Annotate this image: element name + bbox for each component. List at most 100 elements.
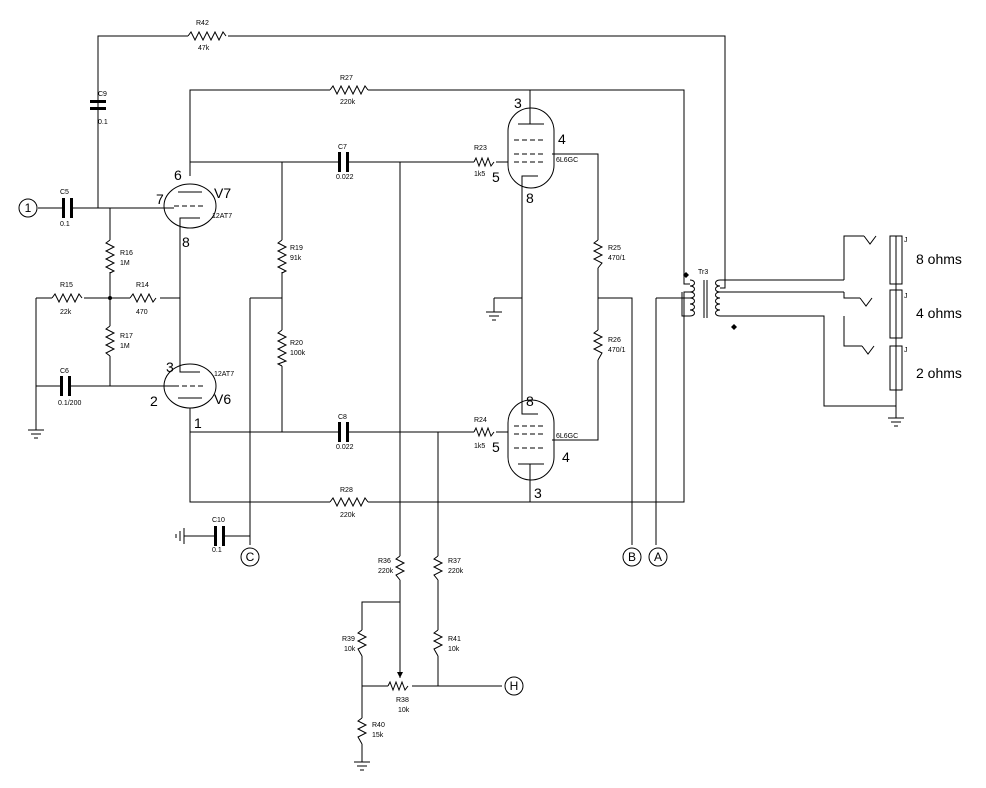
r24-value: 1k5	[474, 443, 485, 450]
c5-value: 0.1	[60, 221, 70, 228]
pt1-pin-4: 4	[558, 131, 566, 147]
r37-value: 220k	[448, 568, 464, 575]
pt2-type: 6L6GC	[556, 433, 578, 440]
capacitor-symbols	[60, 100, 349, 546]
r36-ref: R36	[378, 558, 391, 565]
r16-value: 1M	[120, 260, 130, 267]
r28-ref: R28	[340, 487, 353, 494]
r19-ref: R19	[290, 245, 303, 252]
r39-value: 10k	[344, 646, 356, 653]
r40-value: 15k	[372, 732, 384, 739]
connector-a: A	[648, 547, 668, 567]
r40-ref: R40	[372, 722, 385, 729]
r42-ref: R42	[196, 20, 209, 27]
r23-ref: R23	[474, 145, 487, 152]
r41-value: 10k	[448, 646, 460, 653]
r16-ref: R16	[120, 250, 133, 257]
r38-value: 10k	[398, 707, 410, 714]
v7-ref: V7	[214, 185, 231, 201]
r37-ref: R37	[448, 558, 461, 565]
v7-pin-6: 6	[174, 167, 182, 183]
ground-symbols	[28, 311, 904, 771]
r24-ref: R24	[474, 417, 487, 424]
r14-value: 470	[136, 309, 148, 316]
r26-value: 470/1	[608, 347, 626, 354]
svg-text:B: B	[628, 550, 636, 564]
r36-value: 220k	[378, 568, 394, 575]
c7-value: 0.022	[336, 174, 354, 181]
c9-value: 0.1	[98, 119, 108, 126]
r15-ref: R15	[60, 282, 73, 289]
connector-b: B	[622, 547, 642, 567]
c10-value: 0.1	[212, 547, 222, 554]
svg-text:1: 1	[25, 201, 32, 215]
c6-ref: C6	[60, 368, 69, 375]
v6-pin-3: 3	[166, 359, 174, 375]
connector-h: H	[504, 676, 524, 696]
r41-ref: R41	[448, 636, 461, 643]
power-tube-2	[507, 399, 555, 481]
jack-8-ref: J	[904, 237, 908, 244]
r38-ref: R38	[396, 697, 409, 704]
r27-ref: R27	[340, 75, 353, 82]
jack-2-ref: J	[904, 347, 908, 354]
connector-c: C	[240, 547, 260, 567]
c8-value: 0.022	[336, 444, 354, 451]
r20-value: 100k	[290, 350, 306, 357]
c7-ref: C7	[338, 144, 347, 151]
r25-value: 470/1	[608, 255, 626, 262]
r17-ref: R17	[120, 333, 133, 340]
transformer-ref: Tr3	[698, 269, 708, 276]
pt1-pin-8: 8	[526, 190, 534, 206]
jack-4-label: 4 ohms	[916, 305, 962, 321]
pt2-pin-4: 4	[562, 449, 570, 465]
r39-ref: R39	[342, 636, 355, 643]
output-transformer	[681, 272, 737, 330]
r15-value: 22k	[60, 309, 72, 316]
c5-ref: C5	[60, 189, 69, 196]
resistor-symbols	[51, 30, 604, 745]
r42-value: 47k	[198, 45, 210, 52]
capacitor-leads	[52, 80, 358, 544]
jack-8-label: 8 ohms	[916, 251, 962, 267]
svg-text:A: A	[654, 550, 662, 564]
v7-pin-8: 8	[182, 234, 190, 250]
v7-pin-7: 7	[156, 191, 164, 207]
tube-v7	[163, 183, 217, 229]
r23-value: 1k5	[474, 171, 485, 178]
v7-type: 12AT7	[212, 213, 232, 220]
pt2-pin-5: 5	[492, 439, 500, 455]
r25-ref: R25	[608, 245, 621, 252]
power-tube-1	[507, 107, 555, 189]
v6-type: 12AT7	[214, 371, 234, 378]
c8-ref: C8	[338, 414, 347, 421]
c9-ref: C9	[98, 91, 107, 98]
c6-value: 0.1/200	[58, 400, 81, 407]
r20-ref: R20	[290, 340, 303, 347]
junction-dots	[108, 296, 112, 300]
output-jacks	[859, 235, 903, 391]
r28-value: 220k	[340, 512, 356, 519]
pt2-pin-3: 3	[534, 485, 542, 501]
connector-input: 1	[18, 198, 38, 218]
v6-pin-1: 1	[194, 415, 202, 431]
svg-text:C: C	[246, 550, 255, 564]
v6-ref: V6	[214, 391, 231, 407]
tube-v6	[163, 360, 217, 409]
r19-value: 91k	[290, 255, 302, 262]
svg-text:H: H	[510, 679, 519, 693]
pt2-pin-8: 8	[526, 393, 534, 409]
r17-value: 1M	[120, 343, 130, 350]
wires	[35, 35, 897, 762]
r26-ref: R26	[608, 337, 621, 344]
pt1-type: 6L6GC	[556, 157, 578, 164]
r27-value: 220k	[340, 99, 356, 106]
jack-2-label: 2 ohms	[916, 365, 962, 381]
c10-ref: C10	[212, 517, 225, 524]
pt1-pin-5: 5	[492, 169, 500, 185]
pt1-pin-3: 3	[514, 95, 522, 111]
r14-ref: R14	[136, 282, 149, 289]
v6-pin-2: 2	[150, 393, 158, 409]
jack-4-ref: J	[904, 293, 908, 300]
